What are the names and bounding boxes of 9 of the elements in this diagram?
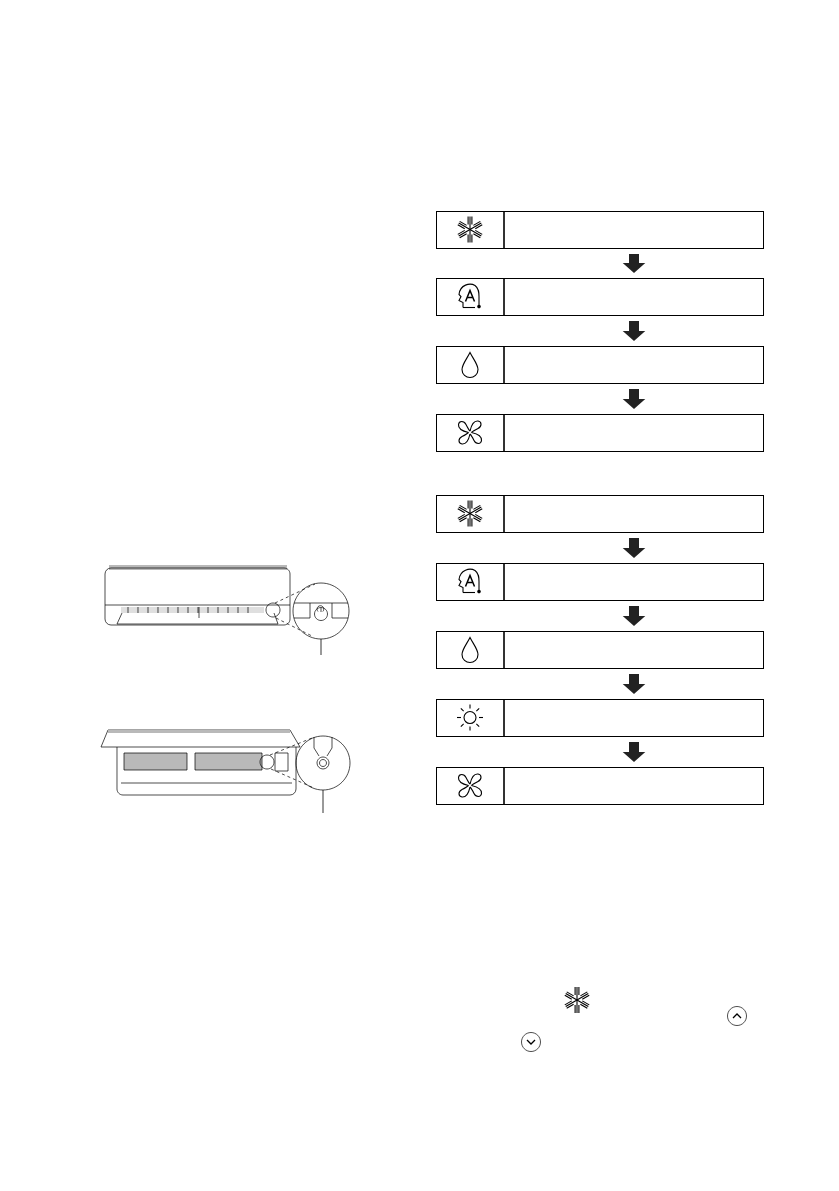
mode-box [436, 698, 764, 737]
mode-box [436, 562, 764, 601]
mode-box [436, 413, 764, 452]
mode-box [436, 494, 764, 533]
mode-box [436, 630, 764, 669]
mode-box [436, 345, 764, 384]
mode-box [436, 277, 764, 316]
mode-box [436, 210, 764, 249]
mode-box [436, 766, 764, 805]
